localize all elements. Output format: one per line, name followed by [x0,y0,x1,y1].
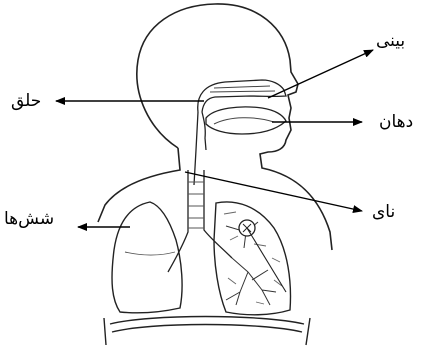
label-mouth: دهان [379,114,413,131]
label-lungs: شش‌ها [4,211,54,228]
right-lung [214,202,290,315]
arrow-nose [268,50,373,98]
neck-left [98,148,180,222]
body-outline [137,4,332,250]
mouth-cavity [206,107,286,134]
diaphragm [110,317,304,333]
label-throat: حلق [11,93,41,110]
trachea [168,170,232,272]
label-windpipe: نای [372,204,395,221]
left-lung [112,202,182,313]
arrow-windpipe [185,172,362,211]
label-nose: بینی [376,33,405,50]
